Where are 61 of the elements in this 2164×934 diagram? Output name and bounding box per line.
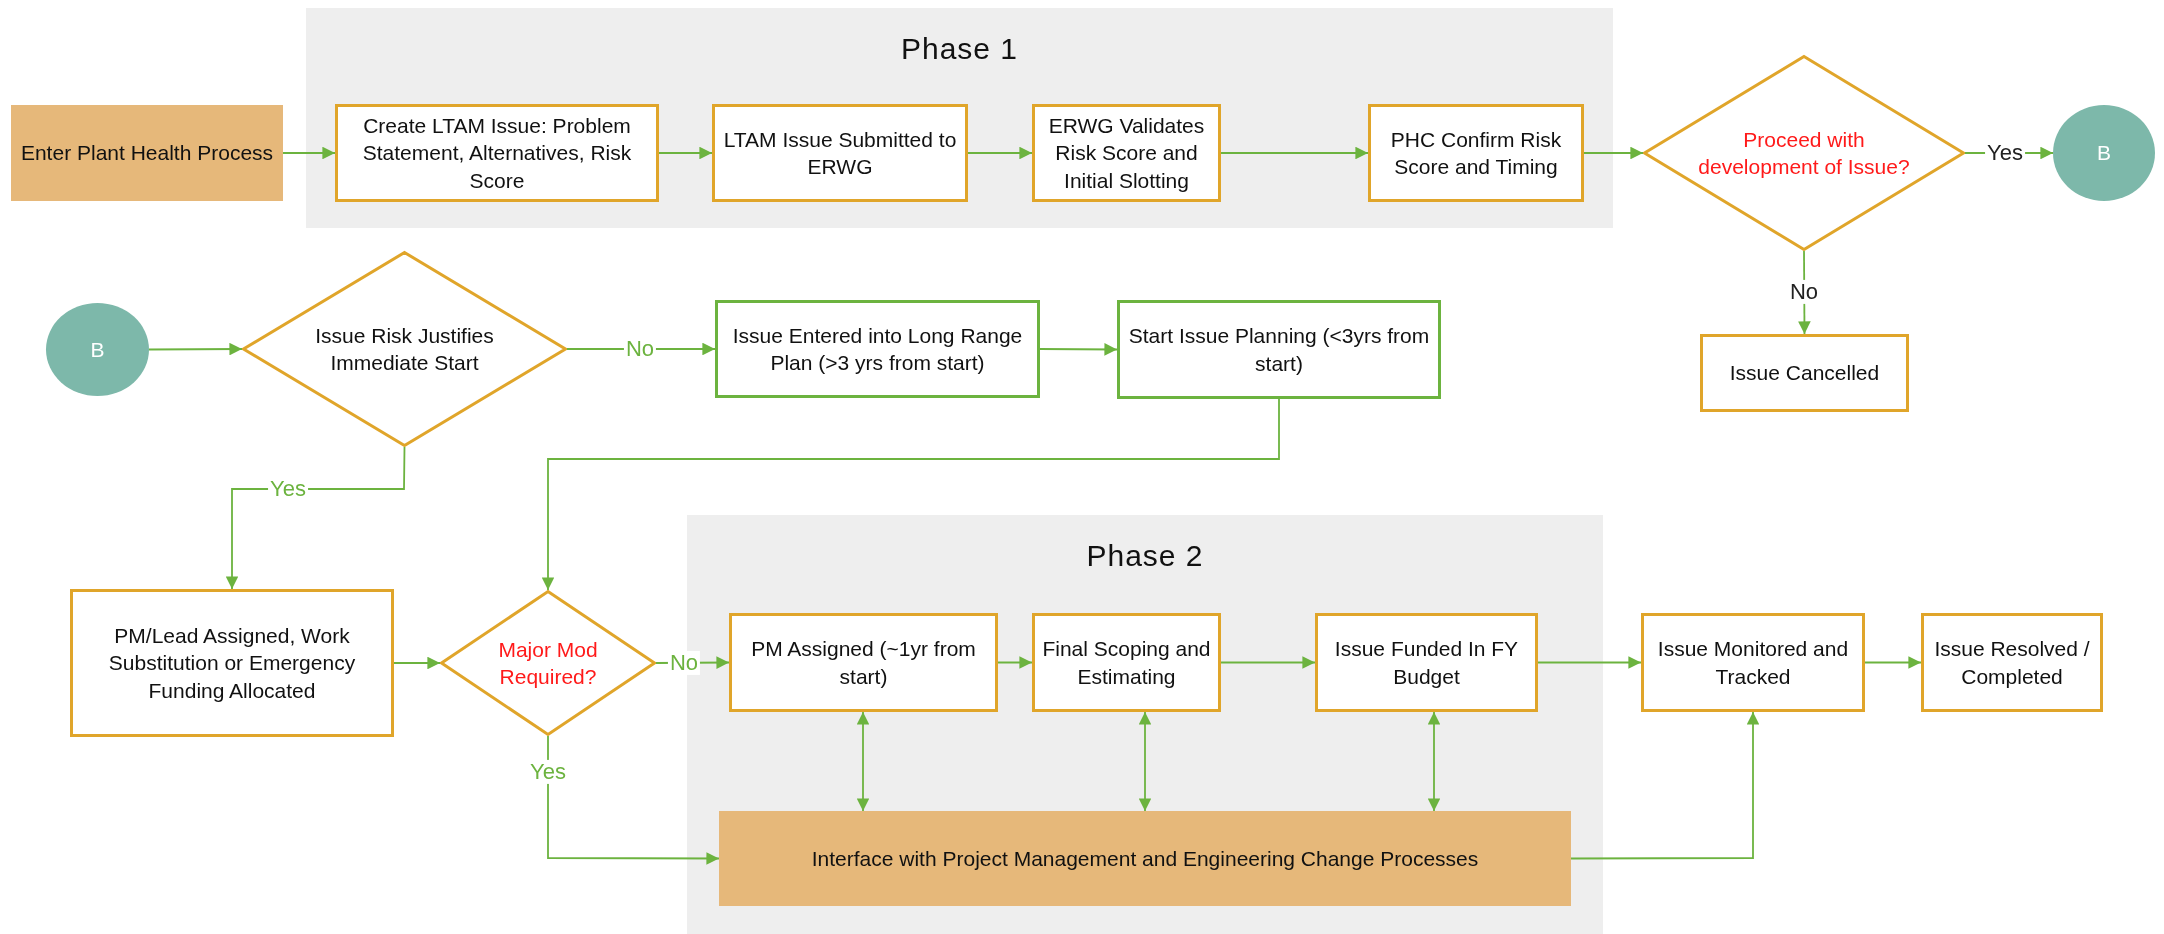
decision-question: Issue Risk Justifies Immediate Start	[314, 322, 495, 376]
phase-title: Phase 1	[900, 32, 1019, 66]
process-text: Create LTAM Issue: Problem Statement, Alternatives, Risk Score	[361, 113, 633, 194]
decision-diamond	[440, 590, 656, 736]
connector-arrow	[658, 146, 713, 160]
process-box	[1700, 334, 1909, 412]
process-text: Issue Monitored and Tracked	[1656, 636, 1850, 690]
decision-diamond	[1643, 55, 1965, 251]
process-box	[712, 104, 968, 202]
process-box	[729, 613, 998, 712]
process-text: Enter Plant Health Process	[20, 140, 274, 167]
process-box	[1368, 104, 1584, 202]
process-text: LTAM Issue Submitted to ERWG	[722, 126, 958, 180]
edge-label: No	[667, 650, 701, 676]
connector-arrow	[967, 146, 1033, 160]
process-text: Issue Cancelled	[1729, 360, 1880, 387]
process-text: Issue Resolved / Completed	[1933, 636, 2091, 690]
process-box	[70, 589, 394, 737]
process-text: Start Issue Planning (<3yrs from start)	[1127, 323, 1431, 377]
process-text: Interface with Project Management and Engineering Change Processes	[811, 845, 1479, 872]
phase-band	[306, 8, 1613, 228]
process-box	[1315, 613, 1538, 712]
process-block	[11, 105, 283, 201]
edge-label: Yes	[528, 759, 568, 785]
connector-arrow	[1220, 146, 1369, 160]
process-text: Issue Entered into Long Range Plan (>3 yrs from start)	[731, 322, 1024, 376]
process-box	[1641, 613, 1865, 712]
connector-arrow	[1138, 711, 1152, 812]
connector-arrow	[1864, 656, 1922, 669]
process-box	[1032, 613, 1221, 712]
process-box	[1032, 104, 1221, 202]
connector-arrow	[393, 656, 441, 670]
connector-arrow	[1583, 146, 1644, 160]
decision-question: Proceed with development of Issue?	[1697, 126, 1911, 180]
process-text: PM Assigned (~1yr from start)	[750, 636, 977, 690]
process-text: Final Scoping and Estimating	[1041, 636, 1212, 690]
connector-arrow	[856, 711, 870, 812]
process-text: PM/Lead Assigned, Work Substitution or Emergency Funding Allocated	[107, 623, 357, 704]
process-text: Issue Funded In FY Budget	[1333, 636, 1520, 690]
connector-arrow	[148, 342, 243, 356]
connector-arrow	[547, 735, 720, 865]
process-text: ERWG Validates Risk Score and Initial Slotting	[1047, 113, 1206, 194]
phase-title: Phase 2	[1086, 539, 1204, 573]
process-box	[715, 300, 1040, 398]
connector-arrow	[541, 398, 1280, 591]
process-block	[719, 811, 1571, 906]
connector-arrow	[1220, 656, 1316, 669]
connector-arrow	[1039, 343, 1118, 356]
connector-letter: B	[90, 336, 105, 363]
connector-letter: B	[2097, 140, 2111, 167]
process-text: PHC Confirm Risk Score and Timing	[1389, 126, 1563, 180]
connector-arrow	[1570, 711, 1760, 860]
decision-diamond	[242, 251, 567, 447]
process-box	[1921, 613, 2103, 712]
connector-arrow	[282, 146, 336, 160]
connector-arrow	[1537, 656, 1642, 669]
process-box	[335, 104, 659, 202]
process-box	[1117, 300, 1441, 399]
connector-arrow	[997, 656, 1033, 669]
decision-question: Major Mod Required?	[497, 636, 599, 690]
connector-arrow	[1427, 711, 1441, 812]
